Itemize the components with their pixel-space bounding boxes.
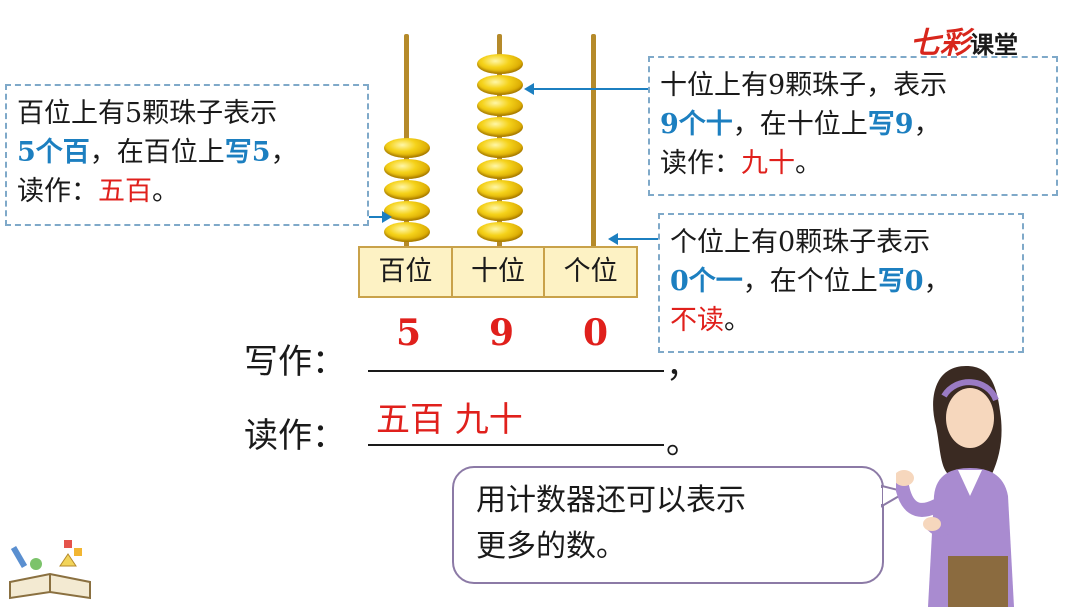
pointer-arrowhead	[524, 83, 534, 95]
bead	[477, 180, 523, 200]
pointer-arrow	[369, 216, 385, 218]
place-label-ones: 个位	[563, 256, 618, 287]
pointer-arrow	[616, 238, 658, 240]
pointer-arrow	[532, 88, 648, 90]
teacher-illustration	[896, 366, 1014, 607]
callout-text: ，	[270, 137, 298, 168]
read-answer: 五百 九十	[376, 400, 523, 440]
callout-text: ，	[923, 266, 951, 297]
pointer-arrowhead	[608, 233, 618, 245]
callout-reading: 五百	[98, 176, 152, 207]
bead	[384, 222, 430, 242]
bead	[384, 138, 430, 158]
callout-text: ，在十位上	[732, 109, 868, 140]
written-digit-tens: 9	[489, 312, 515, 354]
callout-reading: 九十	[741, 148, 795, 179]
callout-value: 写0	[877, 266, 924, 297]
abacus-base: 百位 十位 个位	[358, 246, 638, 298]
callout-text: ，	[913, 109, 941, 140]
bead	[477, 159, 523, 179]
callout-ones: 个位上有0颗珠子表示 0个一，在个位上写0， 不读。	[658, 213, 1024, 353]
callout-value: 写5	[224, 137, 271, 168]
answer-line-write	[368, 370, 664, 372]
speech-bubble: 用计数器还可以表示 更多的数。	[452, 466, 884, 584]
bead	[477, 138, 523, 158]
bead	[477, 96, 523, 116]
callout-text: ，在个位上	[742, 266, 878, 297]
pointer-arrowhead	[382, 211, 392, 223]
place-label-hundreds: 百位	[360, 248, 453, 296]
logo-text: 课堂	[970, 30, 1018, 59]
read-label: 读作：	[244, 416, 346, 456]
answer-line-read	[368, 444, 664, 446]
callout-text: ，在百位上	[89, 137, 225, 168]
callout-text: 个位上有0颗珠子表示	[670, 227, 931, 258]
write-end-punct: ，	[666, 346, 700, 386]
rod-ones	[591, 34, 596, 248]
bead	[477, 201, 523, 221]
bead	[477, 54, 523, 74]
speech-line: 更多的数。	[476, 529, 626, 564]
callout-text: 百位上有5颗珠子表示	[17, 98, 278, 129]
callout-text: 。	[152, 176, 179, 207]
bead	[477, 75, 523, 95]
bead	[384, 159, 430, 179]
callout-reading: 不读	[670, 305, 724, 336]
bead	[384, 201, 430, 221]
read-end-punct: 。	[666, 422, 700, 462]
callout-value: 0个一	[670, 266, 743, 297]
written-digit-ones: 0	[583, 312, 609, 354]
bead	[477, 117, 523, 137]
callout-hundreds: 百位上有5颗珠子表示 5个百，在百位上写5， 读作：五百。	[5, 84, 369, 226]
callout-text: 读作：	[660, 148, 741, 179]
math-book-icon	[9, 540, 91, 600]
brand-logo: 七彩课堂	[910, 18, 1018, 62]
callout-value: 9个十	[660, 109, 733, 140]
callout-value: 5个百	[17, 137, 90, 168]
callout-tens: 十位上有9颗珠子，表示 9个十，在十位上写9， 读作：九十。	[648, 56, 1058, 196]
place-label-tens: 十位	[453, 248, 546, 296]
logo-mark: 七彩	[910, 26, 970, 61]
callout-text: 十位上有9颗珠子，表示	[660, 70, 948, 101]
callout-text: 读作：	[17, 176, 98, 207]
bead	[384, 180, 430, 200]
callout-value: 写9	[867, 109, 914, 140]
callout-text: 。	[795, 148, 822, 179]
bead	[477, 222, 523, 242]
speech-line: 用计数器还可以表示	[476, 483, 746, 518]
write-label: 写作：	[244, 342, 346, 382]
written-digit-hundreds: 5	[396, 312, 422, 354]
callout-text: 。	[724, 305, 751, 336]
